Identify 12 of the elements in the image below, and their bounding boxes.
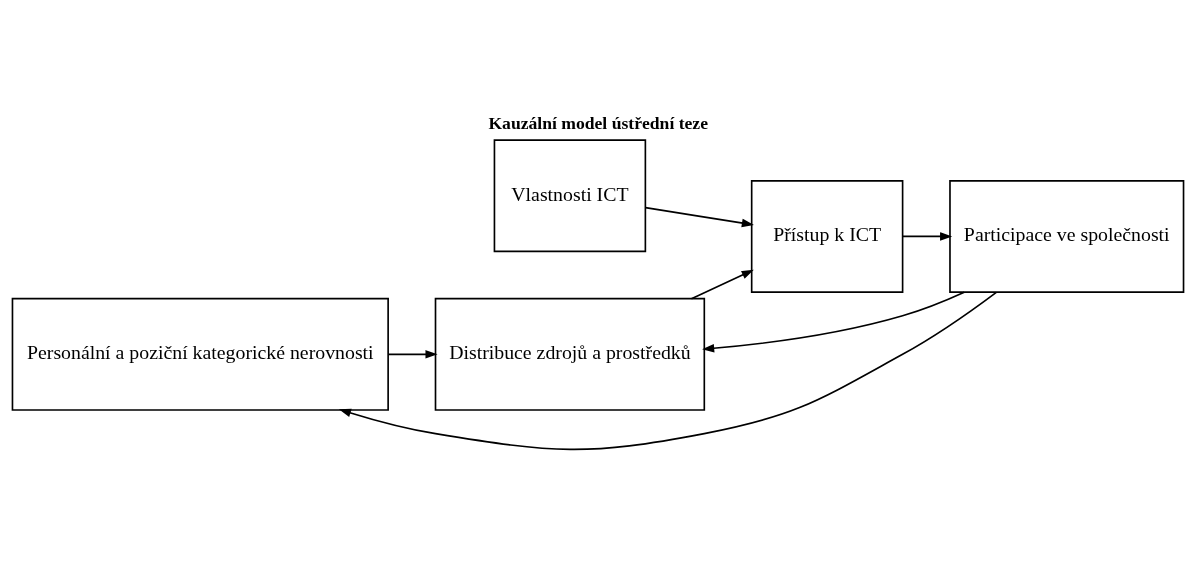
node-box: Personální a poziční kategorické nerovnosti [11, 297, 389, 411]
arrow [338, 291, 998, 451]
diagram-title: Kauzální model ústřední teze [488, 112, 709, 133]
arrow [690, 269, 754, 300]
arrow [644, 206, 754, 228]
node-box: Vlastnosti ICT [493, 139, 647, 253]
node-box: Participace ve společnosti [949, 180, 1185, 293]
arrow [702, 291, 966, 353]
arrow [387, 350, 438, 359]
node-box: Distribuce zdrojů a prostředků [434, 297, 706, 411]
node-box: Přístup k ICT [750, 180, 904, 293]
arrow [901, 232, 953, 241]
